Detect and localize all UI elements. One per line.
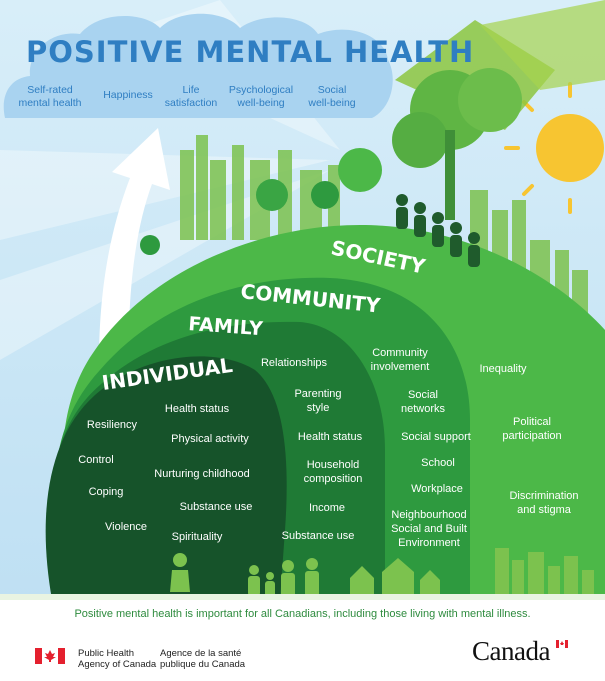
factor-label: Health status (165, 403, 230, 415)
wordmark-flag-icon (556, 640, 568, 648)
level-heading-family: FAMILY (188, 313, 264, 340)
factor-label: Relationships (261, 357, 328, 369)
factor-label: Social support (401, 431, 471, 443)
canada-flag-icon (35, 648, 65, 664)
trees (140, 68, 522, 255)
agency-name-english: Public Health Agency of Canada (78, 648, 157, 670)
people-chain-icon (396, 194, 480, 267)
ground-strip (0, 594, 605, 600)
bottom-buildings (495, 548, 594, 600)
title-cloud (3, 13, 393, 119)
footer-note: Positive mental health is important for … (74, 608, 531, 620)
houses-icon (350, 558, 440, 600)
factor-label: Income (309, 502, 345, 514)
factor-label: Health status (298, 431, 363, 443)
factor-label: Control (78, 454, 113, 466)
factor-label: Violence (105, 521, 147, 533)
factor-label: School (421, 457, 455, 469)
individual-factors: Health status Resiliency Physical activi… (78, 403, 252, 543)
factor-label: Physical activity (171, 433, 249, 445)
factor-label: Resiliency (87, 419, 138, 431)
factor-label: Substance use (180, 501, 253, 513)
individual-area (45, 356, 287, 600)
factor-label: Substance use (282, 530, 355, 542)
sun-icon (504, 82, 604, 214)
factor-label: Workplace (411, 483, 463, 495)
factor-label: Inequality (479, 363, 527, 375)
canada-wordmark: Canada (472, 636, 550, 666)
factor-label: Spirituality (172, 531, 223, 543)
factor-label: Nurturing childhood (154, 468, 249, 480)
family-figures-icon (248, 558, 319, 597)
agency-name-french: Agence de la santé publique du Canada (160, 648, 246, 670)
factor-label: Coping (89, 486, 124, 498)
page-title: POSITIVE MENTAL HEALTH (26, 35, 474, 69)
outcome-label: Happiness (103, 89, 153, 101)
individual-figure-icon (170, 553, 190, 592)
